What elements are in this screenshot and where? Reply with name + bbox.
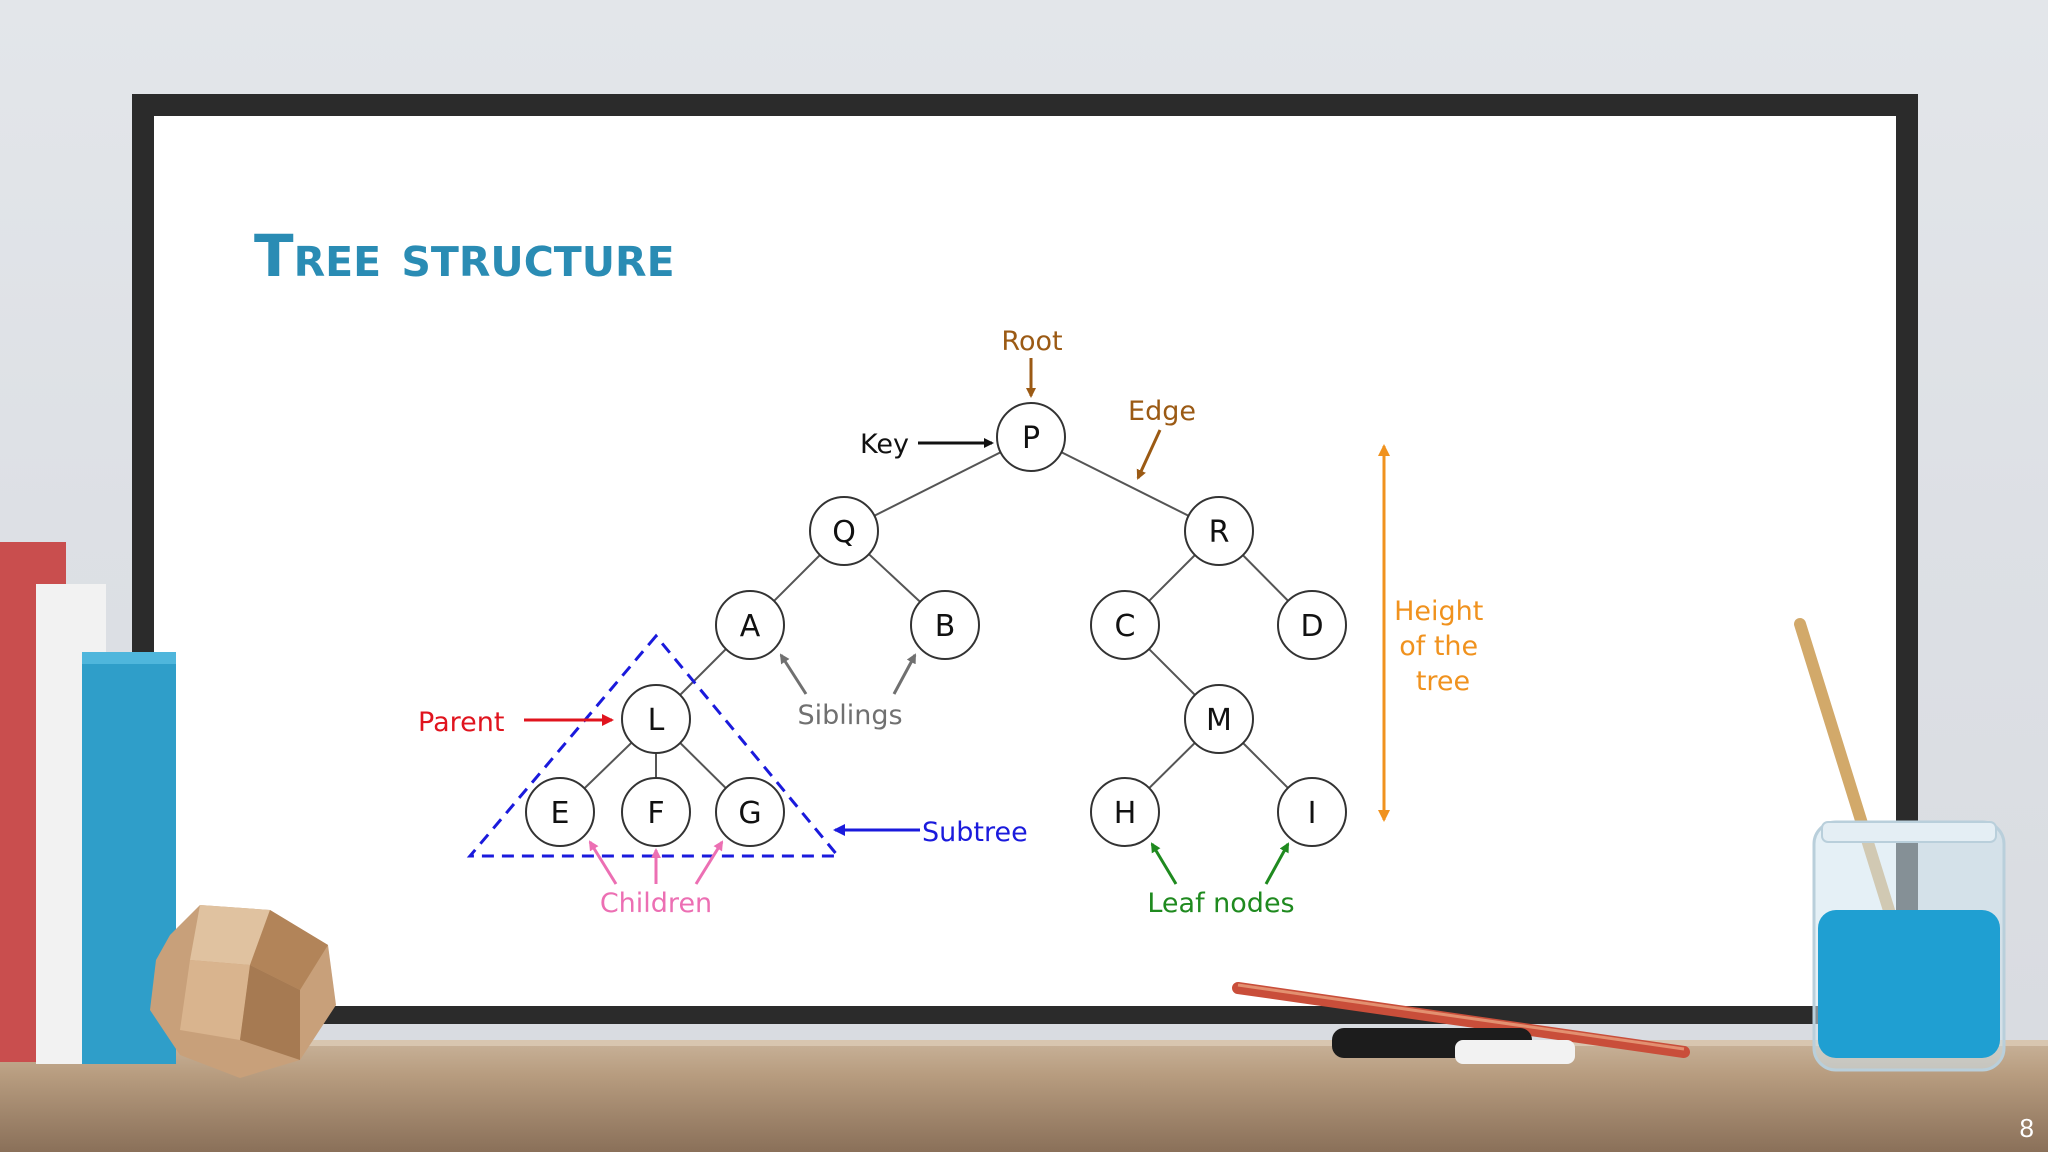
siblings-arrow-right — [892, 653, 917, 695]
books-decoration — [0, 542, 176, 1064]
node-label: E — [551, 796, 570, 831]
node-label: R — [1209, 515, 1230, 550]
node-p: P — [996, 402, 1066, 472]
root-label: Root — [1001, 326, 1062, 357]
edge-arrow — [1136, 429, 1162, 480]
height-label-line: tree — [1416, 666, 1470, 697]
siblings-arrow-left — [779, 653, 808, 695]
node-d: D — [1277, 590, 1347, 660]
node-label: C — [1115, 609, 1136, 644]
eraser-decoration — [1455, 1040, 1575, 1064]
node-label: B — [935, 609, 956, 644]
height-label-line: Height — [1394, 596, 1483, 627]
node-label: L — [648, 703, 665, 738]
children-arrow-e — [588, 840, 618, 885]
leaf-arrow-h — [1150, 842, 1178, 885]
node-a: A — [715, 590, 785, 660]
height-label-line: of the — [1399, 631, 1478, 662]
node-label: A — [740, 609, 761, 644]
siblings-label: Siblings — [797, 700, 902, 731]
leaf-arrow-i — [1264, 842, 1290, 885]
slide-title: Tree structure — [254, 222, 675, 290]
node-g: G — [715, 777, 785, 847]
node-l: L — [621, 684, 691, 754]
edge-p-r — [1030, 436, 1220, 532]
node-label: I — [1308, 796, 1317, 831]
node-label: D — [1300, 609, 1323, 644]
children-label: Children — [600, 888, 712, 919]
node-label: G — [738, 796, 761, 831]
children-arrow-g — [694, 840, 724, 885]
edge-label: Edge — [1128, 396, 1196, 427]
node-r: R — [1184, 496, 1254, 566]
node-f: F — [621, 777, 691, 847]
node-b: B — [910, 590, 980, 660]
node-h: H — [1090, 777, 1160, 847]
leaf-nodes-label: Leaf nodes — [1147, 888, 1294, 919]
node-label: H — [1114, 796, 1137, 831]
node-q: Q — [809, 496, 879, 566]
subtree-label: Subtree — [922, 817, 1028, 848]
node-i: I — [1277, 777, 1347, 847]
node-m: M — [1184, 684, 1254, 754]
table-top — [0, 1040, 2048, 1152]
node-label: Q — [832, 515, 856, 550]
table — [0, 1040, 2048, 1152]
blue-book-top — [82, 652, 176, 664]
jar-with-brush-decoration — [1794, 618, 2006, 1072]
node-c: C — [1090, 590, 1160, 660]
wooden-polyhedron-decoration — [150, 905, 336, 1078]
parent-label: Parent — [418, 707, 504, 738]
table-edge — [0, 1040, 2048, 1046]
subtree-outline — [466, 633, 842, 858]
node-e: E — [525, 777, 595, 847]
key-label: Key — [860, 429, 909, 460]
node-label: P — [1022, 421, 1040, 456]
node-label: M — [1206, 703, 1232, 738]
page-number: 8 — [2019, 1113, 2034, 1143]
tree-nodes: P Q R A B C D L M E F G H I — [525, 402, 1347, 847]
height-label: Height of the tree — [1394, 596, 1492, 697]
pencil-decoration — [1232, 982, 1690, 1058]
node-label: F — [647, 796, 664, 831]
